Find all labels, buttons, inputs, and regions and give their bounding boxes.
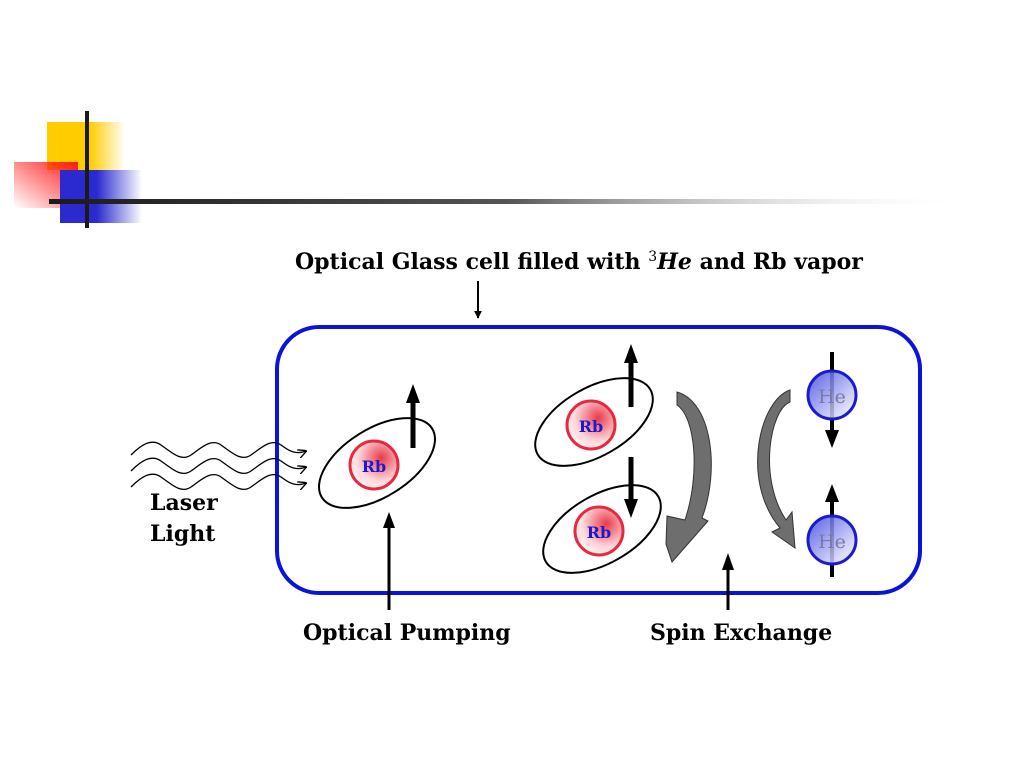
spin-down-arrow bbox=[624, 457, 638, 518]
rb-orbit bbox=[542, 484, 662, 574]
spin-up-arrowhead bbox=[825, 484, 839, 502]
deco-blue-square bbox=[60, 170, 142, 223]
rb-orbit bbox=[534, 377, 654, 467]
spin-exchange-pointer bbox=[722, 553, 734, 610]
title-isotope-mass: 3 bbox=[648, 249, 657, 265]
laser-light-waves bbox=[130, 441, 306, 489]
laser-label-line1: Laser bbox=[150, 490, 218, 516]
rb-nucleus bbox=[573, 505, 625, 557]
he-nucleus bbox=[806, 369, 858, 421]
deco-vertical-line bbox=[85, 111, 89, 228]
exchange-arrow-rb bbox=[665, 391, 712, 563]
title-suffix: and Rb vapor bbox=[692, 249, 863, 275]
laser-wave-1 bbox=[130, 441, 306, 457]
exchange-arrow-he bbox=[757, 389, 796, 550]
diagram-title: Optical Glass cell filled with 3He and R… bbox=[295, 249, 863, 275]
spin-up-arrow bbox=[624, 344, 638, 407]
glass-cell bbox=[275, 325, 922, 595]
rb-label: Rb bbox=[579, 417, 603, 436]
rb-atom-lower: Rb bbox=[542, 457, 662, 574]
title-prefix: Optical Glass cell filled with bbox=[295, 249, 648, 275]
spin-down-arrowhead bbox=[825, 430, 839, 448]
optical-pumping-pointer bbox=[383, 512, 395, 610]
laser-label-line2: Light bbox=[150, 521, 216, 547]
he-nucleus bbox=[806, 514, 858, 566]
rb-atom-pumped: Rb bbox=[318, 384, 436, 509]
rb-nucleus bbox=[348, 439, 400, 491]
rb-label: Rb bbox=[587, 523, 611, 542]
rb-nucleus bbox=[565, 399, 617, 451]
spin-up-arrow bbox=[406, 384, 420, 448]
rb-orbit bbox=[318, 417, 436, 509]
laser-wave-3 bbox=[130, 473, 306, 489]
spin-exchange-label: Spin Exchange bbox=[650, 620, 832, 646]
laser-wave-2 bbox=[130, 457, 306, 473]
deco-horizontal-line bbox=[49, 199, 969, 204]
he-atom-upper: He bbox=[806, 352, 858, 448]
he-atom-lower: He bbox=[806, 484, 858, 577]
optical-pumping-label: Optical Pumping bbox=[303, 620, 511, 646]
corner-decoration bbox=[14, 111, 969, 228]
rb-label: Rb bbox=[362, 457, 386, 476]
he-label: He bbox=[818, 386, 846, 408]
rb-atom-upper: Rb bbox=[534, 344, 654, 467]
he-label: He bbox=[818, 531, 846, 553]
title-isotope-symbol: He bbox=[656, 249, 692, 275]
